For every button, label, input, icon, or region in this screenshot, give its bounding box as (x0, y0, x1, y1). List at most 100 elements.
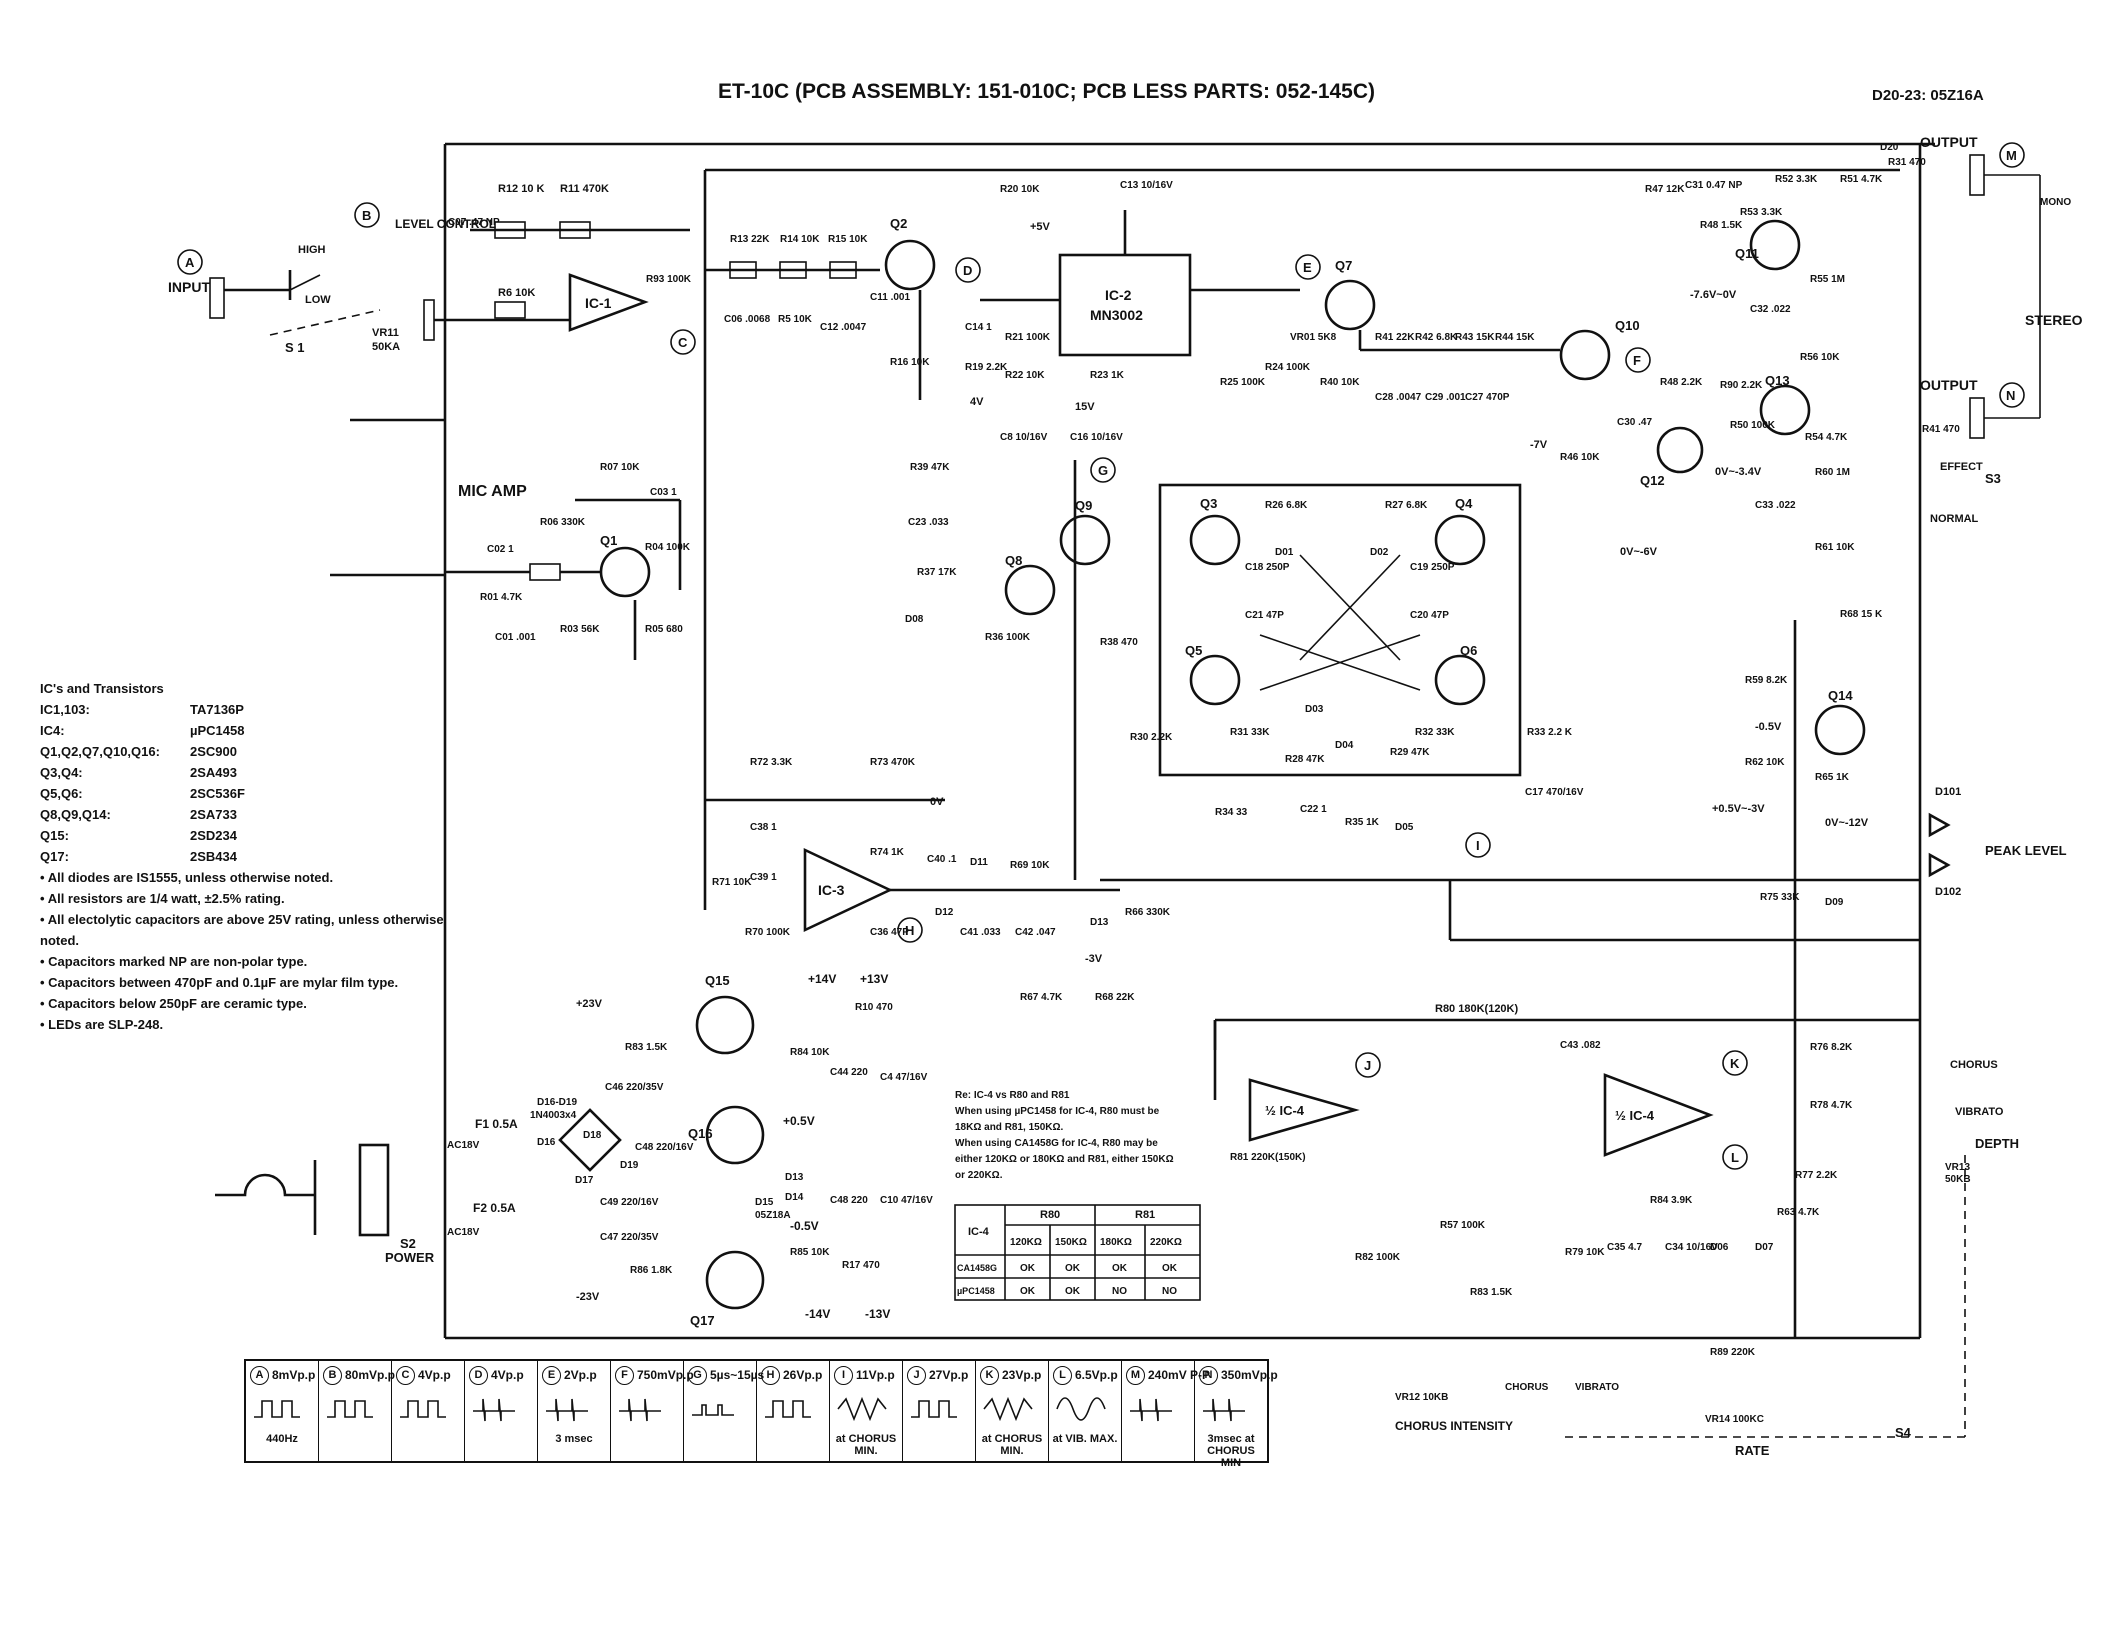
c39-label: C39 1 (750, 872, 777, 883)
waveform-amplitude: 350mVp.p (1221, 1368, 1278, 1382)
r17-label: R17 470 (842, 1260, 880, 1271)
waveform-trace-icon (1130, 1398, 1172, 1422)
d15-label: D15 (755, 1197, 774, 1208)
vibrato-label: VIBRATO (1955, 1106, 2004, 1118)
vr13-label: VR13 (1945, 1162, 1970, 1173)
r48b-label: R48 1.5K (1700, 220, 1743, 231)
chorus-intensity-label: CHORUS INTENSITY (1395, 1419, 1513, 1433)
r26-label: R26 6.8K (1265, 500, 1308, 511)
note-bullet: • All diodes are IS1555, unless otherwis… (40, 870, 334, 885)
vr01-label: VR01 5K8 (1290, 332, 1337, 343)
table-row-1-val-1: OK (1020, 1263, 1036, 1274)
q13-label: Q13 (1765, 373, 1790, 388)
ic4b-label: ½ IC-4 (1615, 1108, 1655, 1123)
waveform-node-marker: A (250, 1366, 269, 1385)
node-n-marker (1999, 382, 2025, 408)
q14-voltage-a: -0.5V (1755, 721, 1782, 733)
q3-transistor-icon (1189, 514, 1241, 566)
effect-label: EFFECT (1940, 461, 1983, 473)
component-notes: IC's and Transistors IC1,103:TA7136P IC4… (40, 678, 460, 1035)
q14-transistor-icon (1814, 704, 1866, 756)
c03-label: C03 1 (650, 487, 677, 498)
q10-transistor-icon (1559, 329, 1611, 381)
r68-label: R68 22K (1095, 992, 1135, 1003)
c46-label: C46 220/35V (605, 1082, 664, 1093)
waveform-node-marker: B (323, 1366, 342, 1385)
table-row-1-val-3: OK (1112, 1263, 1128, 1274)
r62-label: R62 10K (1745, 757, 1785, 768)
r72-label: R72 3.3K (750, 757, 793, 768)
r07-label: R07 10K (600, 462, 640, 473)
q11-voltage: -7.6V~0V (1690, 289, 1737, 301)
r65-label: R65 1K (1815, 772, 1850, 783)
node-d-label: D (963, 263, 972, 278)
q11-label: Q11 (1735, 246, 1759, 261)
q7-label: Q7 (1335, 258, 1352, 273)
c32-label: C32 .022 (1750, 304, 1791, 315)
d16-label: D16 (537, 1137, 556, 1148)
component-key: IC1,103: (40, 702, 90, 717)
mic-amp-label: MIC AMP (458, 483, 527, 500)
r25-label: R25 100K (1220, 377, 1266, 388)
r51-label: R51 4.7K (1840, 174, 1883, 185)
c34-label: C34 10/16V (1665, 1242, 1718, 1253)
waveform-trace-icon (546, 1398, 588, 1422)
waveform-amplitude: 27Vp.p (929, 1368, 969, 1382)
r15-resistor (829, 261, 857, 279)
ic4-note-line-5: or 220KΩ. (955, 1170, 1003, 1181)
q17-label: Q17 (690, 1313, 715, 1328)
c42-label: C42 .047 (1015, 927, 1056, 938)
r13-resistor (729, 261, 757, 279)
c36-label: C36 47P (870, 927, 909, 938)
ic4-note-line-2: 18KΩ and R81, 150KΩ. (955, 1122, 1064, 1133)
r24-label: R24 100K (1265, 362, 1311, 373)
high-label: HIGH (298, 244, 326, 256)
r20-label: R20 10K (1000, 184, 1040, 195)
r04-label: R04 100K (645, 542, 691, 553)
d07-label: D07 (1755, 1242, 1774, 1253)
r21-label: R21 100K (1005, 332, 1051, 343)
r66-label: R66 330K (1125, 907, 1171, 918)
waveform-node-marker: D (469, 1366, 488, 1385)
level-control-label: LEVEL CONTROL (395, 217, 496, 231)
c17-label: C17 470/16V (1525, 787, 1584, 798)
q14-voltage-b: +0.5V~-3V (1712, 803, 1765, 815)
v3-label: -3V (1085, 953, 1103, 965)
c07-label: C07 .47 NP (448, 217, 500, 228)
waveform-amplitude: 26Vp.p (783, 1368, 823, 1382)
component-row: Q3,Q4:2SA493 (40, 762, 460, 783)
c11-label: C11 .001 (870, 292, 910, 303)
q15-label: Q15 (705, 973, 730, 988)
ic4-note-line-4: either 120KΩ or 180KΩ and R81, either 15… (955, 1154, 1174, 1165)
chorus-label: CHORUS (1950, 1059, 1998, 1071)
c14-label: C14 1 (965, 322, 992, 333)
f1-label: F1 0.5A (475, 1117, 518, 1131)
node-g-marker (1090, 457, 1116, 483)
node-i-label: I (1476, 838, 1480, 853)
q2-label: Q2 (890, 216, 907, 231)
document-code: D20-23: 05Z16A (1872, 87, 1984, 104)
output-bottom-label: OUTPUT (1920, 377, 1978, 393)
c21-label: C21 47P (1245, 610, 1284, 621)
v13p-label: +13V (860, 972, 888, 986)
q3-label: Q3 (1200, 496, 1217, 511)
d16-part-label: 1N4003x4 (530, 1110, 577, 1121)
r76-label: R76 8.2K (1810, 1042, 1853, 1053)
ic4-lfo-section: R80 180K(120K) ½ IC-4 J R81 220K(150K) C… (1213, 1003, 2019, 1458)
r89-label: R89 220K (1710, 1347, 1756, 1358)
c01-label: C01 .001 (495, 632, 536, 643)
v7-label: -7V (1530, 439, 1548, 451)
note-bullet: • Capacitors below 250pF are ceramic typ… (40, 996, 307, 1011)
mic-amp-section: MIC AMP Q1 R01 4.7K C01 .001 R03 56K R05… (445, 462, 691, 660)
waveform-caption: 440Hz (266, 1433, 298, 1445)
lowpass-q7-q10: Q7 R41 22K R42 6.8K R43 15K R44 15K R40 … (1320, 258, 1704, 558)
d09-label: D09 (1825, 897, 1844, 908)
waveform-node-marker: F (615, 1366, 634, 1385)
q8-label: Q8 (1005, 553, 1022, 568)
r42-label: R42 6.8K (1415, 332, 1458, 343)
peak-indicator-section: R68 15 K R59 8.2K Q14 -0.5V R62 10K R65 … (1712, 609, 2067, 908)
depth-label: DEPTH (1975, 1136, 2019, 1151)
r33-label: R33 2.2 K (1527, 727, 1573, 738)
r43-label: R43 15K (1455, 332, 1495, 343)
